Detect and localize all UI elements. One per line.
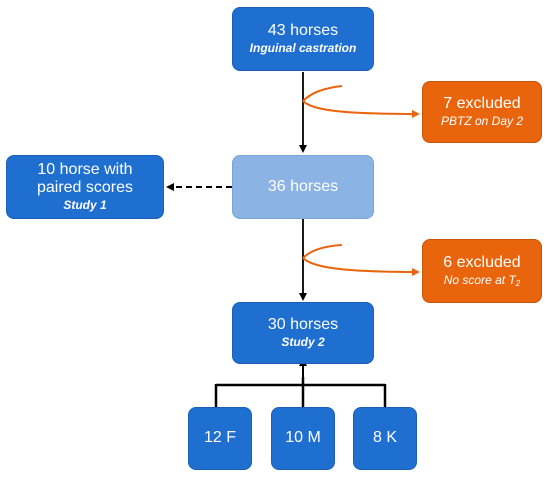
excluded-box-2-title: 6 excluded — [443, 253, 521, 271]
middle-box-title: 36 horses — [267, 177, 339, 195]
group-box-8k: 8 K — [353, 407, 417, 470]
study1-box-subtitle: Study 1 — [63, 198, 107, 213]
excluded-box-1-subtitle: PBTZ on Day 2 — [440, 114, 524, 129]
top-box-43-horses: 43 horses Inguinal castration — [232, 7, 374, 71]
exclusion-1-curve — [302, 85, 343, 102]
excluded-box-1: 7 excluded PBTZ on Day 2 — [422, 81, 542, 143]
exclusion-1-arrow — [302, 100, 420, 118]
exclusion-2-curve — [302, 244, 343, 259]
excluded-box-2: 6 excluded No score at T2 — [422, 239, 542, 303]
study2-box-title: 30 horses — [267, 315, 339, 333]
study2-box-30-horses: 30 horses Study 2 — [232, 302, 374, 364]
study2-box-subtitle: Study 2 — [281, 335, 325, 350]
group-box-10m: 10 M — [271, 407, 335, 470]
group-box-12f-label: 12 F — [203, 429, 236, 447]
exclusion-2-arrow — [302, 257, 420, 276]
study1-box: 10 horse with paired scores Study 1 — [6, 155, 164, 219]
study1-box-line2: paired scores — [36, 179, 134, 197]
top-box-title: 43 horses — [267, 21, 339, 39]
middle-box-36-horses: 36 horses — [232, 155, 374, 219]
study1-box-line1: 10 horse with — [37, 160, 133, 178]
excluded-box-2-subscript: 2 — [515, 279, 521, 289]
group-box-8k-label: 8 K — [372, 429, 397, 447]
excluded-box-1-title: 7 excluded — [443, 94, 521, 112]
group-box-10m-label: 10 M — [285, 429, 321, 447]
group-box-12f: 12 F — [188, 407, 252, 470]
excluded-box-2-subtitle: No score at T2 — [443, 273, 521, 289]
top-box-subtitle: Inguinal castration — [249, 41, 357, 56]
excluded-box-2-subtitle-text: No score at T — [443, 273, 516, 288]
